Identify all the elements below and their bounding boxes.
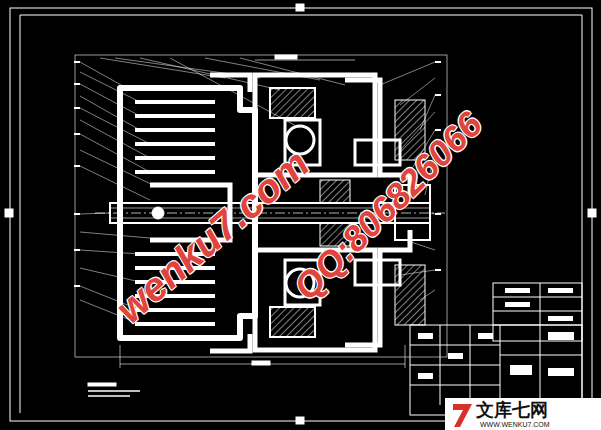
watermark-text: QQ:806826066: [288, 106, 489, 307]
logo-url: WWW.WENKU7.COM: [480, 421, 550, 428]
logo-text: 文库七网: [476, 401, 548, 419]
